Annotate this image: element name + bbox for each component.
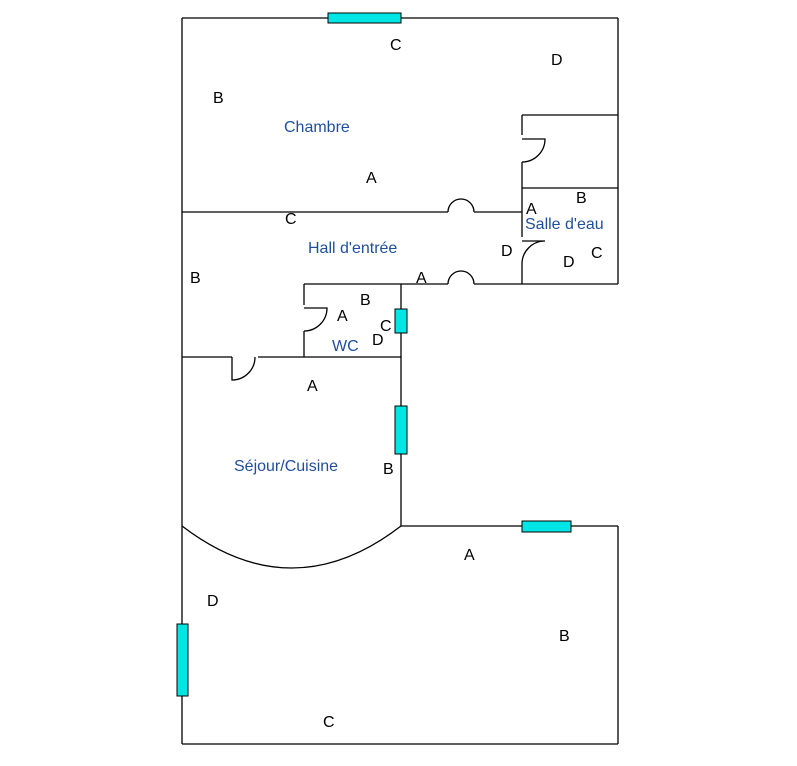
salle-deau-wall-left: A (526, 201, 537, 218)
wc-wall-bottom: D (372, 332, 384, 349)
opening-arc-sejour (181, 525, 402, 569)
hall-wall-left: B (190, 270, 201, 287)
salle-deau-wall-bottom: D (563, 254, 575, 271)
living-wall-top: A (464, 547, 475, 564)
door-wc (303, 307, 328, 332)
chambre-wall-right: D (551, 52, 563, 69)
wc-wall-right: C (380, 318, 392, 335)
salle-deau-wall-top: B (576, 190, 587, 207)
hall-wall-right: D (501, 243, 513, 260)
window-living-top (521, 520, 572, 533)
room-label-salle-deau: Salle d'eau (525, 216, 604, 233)
window-chambre-top (327, 12, 402, 24)
living-wall-left: D (207, 593, 219, 610)
door-salle-deau (521, 240, 546, 265)
salle-deau-wall-right: C (591, 245, 603, 262)
walls (181, 17, 619, 745)
room-label-wc: WC (332, 338, 359, 355)
wall-labels: C D B A C B A D B A D C B A C D A B A B … (190, 37, 603, 731)
chambre-wall-top: C (390, 37, 402, 54)
sejour-wall-top: A (307, 378, 318, 395)
door-chambre (447, 198, 475, 213)
room-label-chambre: Chambre (284, 119, 350, 136)
wc-wall-left: A (337, 308, 348, 325)
wc-wall-top: B (360, 292, 371, 309)
chambre-wall-bottom: A (366, 170, 377, 187)
chambre-wall-left: B (213, 90, 224, 107)
door-closet (521, 138, 546, 163)
hall-wall-bottom: A (416, 270, 427, 287)
window-wc (394, 308, 408, 334)
windows (176, 12, 572, 697)
sejour-wall-right: B (383, 461, 394, 478)
doors (181, 138, 546, 569)
window-living-left (176, 623, 189, 697)
living-wall-bottom: C (323, 714, 335, 731)
room-label-sejour: Séjour/Cuisine (234, 458, 338, 475)
window-sejour (394, 405, 408, 455)
living-wall-right: B (559, 628, 570, 645)
hall-wall-top: C (285, 211, 297, 228)
door-entrance (447, 270, 475, 285)
room-labels: Chambre Hall d'entrée Salle d'eau WC Séj… (234, 119, 604, 475)
door-sejour (231, 356, 256, 381)
room-label-hall: Hall d'entrée (308, 240, 397, 257)
